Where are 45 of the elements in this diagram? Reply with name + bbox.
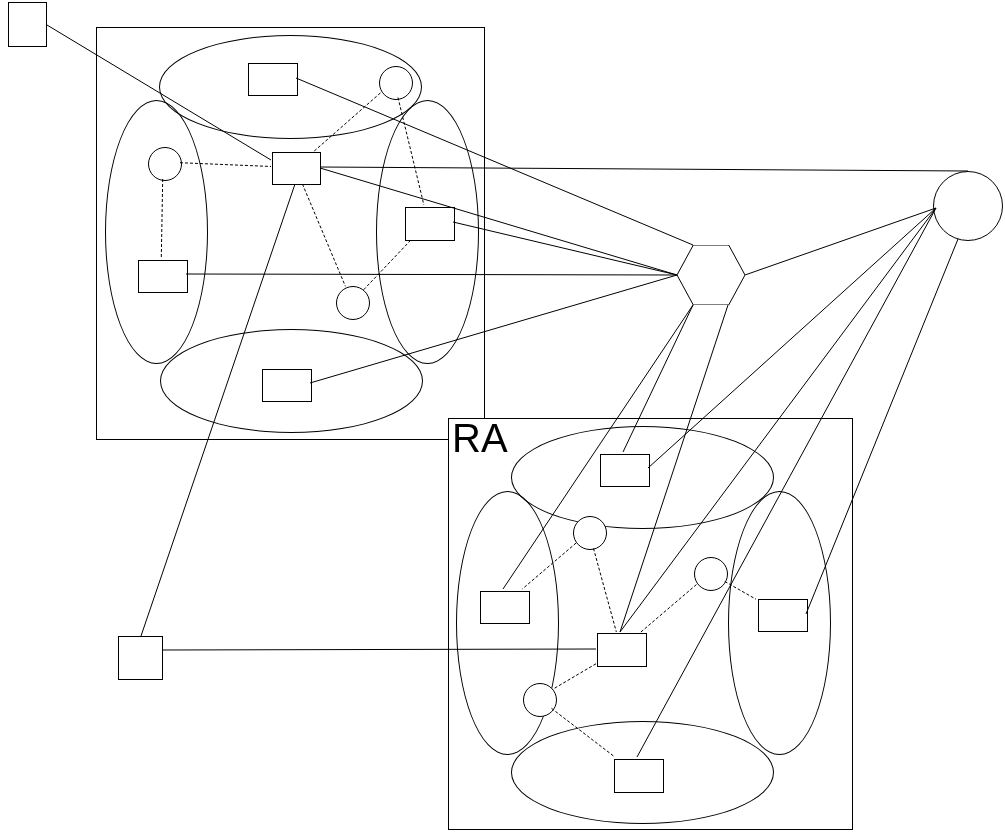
connector-line bbox=[619, 304, 729, 633]
connector-line bbox=[622, 304, 694, 453]
connector-line bbox=[185, 273, 678, 276]
dashed-connector bbox=[593, 547, 617, 633]
rectangle-node bbox=[405, 207, 455, 241]
ellipse-region bbox=[728, 491, 831, 755]
rectangle-node bbox=[758, 599, 808, 632]
rectangle-node bbox=[597, 633, 647, 667]
connector-line bbox=[46, 24, 272, 161]
dashed-connector bbox=[363, 238, 413, 291]
dashed-connector bbox=[552, 663, 597, 690]
ellipse-region bbox=[105, 100, 208, 364]
connector-line bbox=[805, 238, 959, 615]
rectangle-node bbox=[614, 759, 664, 793]
dashed-connector bbox=[640, 583, 698, 633]
ellipse-region bbox=[376, 100, 479, 364]
connector-line bbox=[636, 207, 937, 758]
rectangle-node bbox=[138, 260, 188, 293]
connector-line bbox=[295, 77, 694, 246]
dashed-connector bbox=[551, 707, 616, 758]
connector-line bbox=[502, 304, 694, 590]
dashed-connector bbox=[724, 580, 757, 600]
connector-line bbox=[309, 274, 678, 384]
rectangle-node bbox=[480, 591, 530, 624]
connector-line bbox=[619, 207, 937, 633]
dashed-connector bbox=[179, 162, 272, 167]
region-label: RA bbox=[452, 418, 508, 458]
rectangle-node bbox=[600, 454, 650, 487]
hexagon-node bbox=[677, 245, 745, 305]
rectangle-node bbox=[262, 369, 312, 402]
connector-line bbox=[744, 207, 937, 276]
connector-line bbox=[647, 207, 937, 469]
dashed-connector bbox=[521, 542, 577, 590]
dashed-connector bbox=[313, 91, 382, 152]
ellipse-region bbox=[456, 491, 559, 755]
connector-line bbox=[140, 183, 296, 637]
group-frame bbox=[448, 418, 853, 830]
dashed-connector bbox=[301, 183, 346, 287]
square-node bbox=[118, 636, 163, 680]
connector-line bbox=[162, 648, 597, 651]
square-node bbox=[8, 2, 47, 47]
rectangle-node bbox=[272, 152, 321, 185]
dashed-connector bbox=[160, 178, 164, 259]
connector-line bbox=[319, 166, 969, 172]
rectangle-node bbox=[248, 63, 298, 96]
